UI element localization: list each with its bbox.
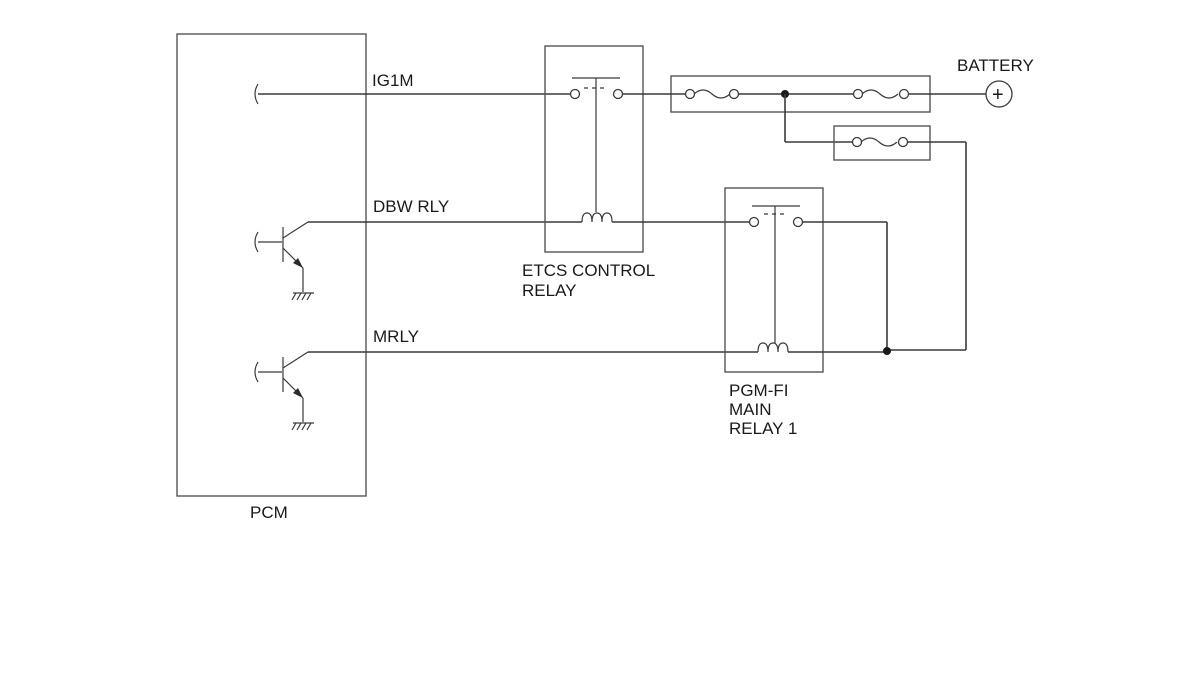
pgm-relay-label-line1: PGM-FI — [729, 381, 789, 400]
dbw-rly-label: DBW RLY — [373, 197, 449, 216]
junction-dot — [883, 347, 891, 355]
fuse-icon — [852, 88, 910, 100]
battery-plus-symbol: + — [992, 84, 1004, 106]
dbw-rly-transistor — [254, 221, 314, 301]
ig1m-input-connector — [254, 83, 259, 105]
fuse-icon — [684, 88, 740, 100]
relay-coil-icon — [757, 342, 789, 353]
etcs-relay-label-line2: RELAY — [522, 281, 577, 300]
pcm-unit: PCM — [176, 33, 367, 522]
fuse-box — [622, 75, 986, 113]
battery-label: BATTERY — [957, 56, 1034, 75]
pcm-label: PCM — [250, 503, 288, 522]
etcs-control-relay: ETCS CONTROL RELAY — [522, 45, 655, 300]
pgm-relay-label-line3: RELAY 1 — [729, 419, 797, 438]
etcs-relay-label-line1: ETCS CONTROL — [522, 261, 655, 280]
battery-terminal-icon — [985, 80, 1013, 108]
battery: + BATTERY — [957, 56, 1034, 108]
mrly-label: MRLY — [373, 327, 419, 346]
ig1m-label: IG1M — [372, 71, 414, 90]
pgm-fi-main-relay-1: PGM-FI MAIN RELAY 1 — [724, 187, 824, 438]
pgm-relay-label-line2: MAIN — [729, 400, 772, 419]
relay-coil-icon — [581, 212, 613, 223]
fuse-icon — [851, 136, 909, 148]
second-fuse — [833, 125, 931, 161]
ground-icon — [291, 292, 314, 301]
ground-icon — [291, 422, 314, 431]
mrly-transistor — [254, 351, 314, 431]
